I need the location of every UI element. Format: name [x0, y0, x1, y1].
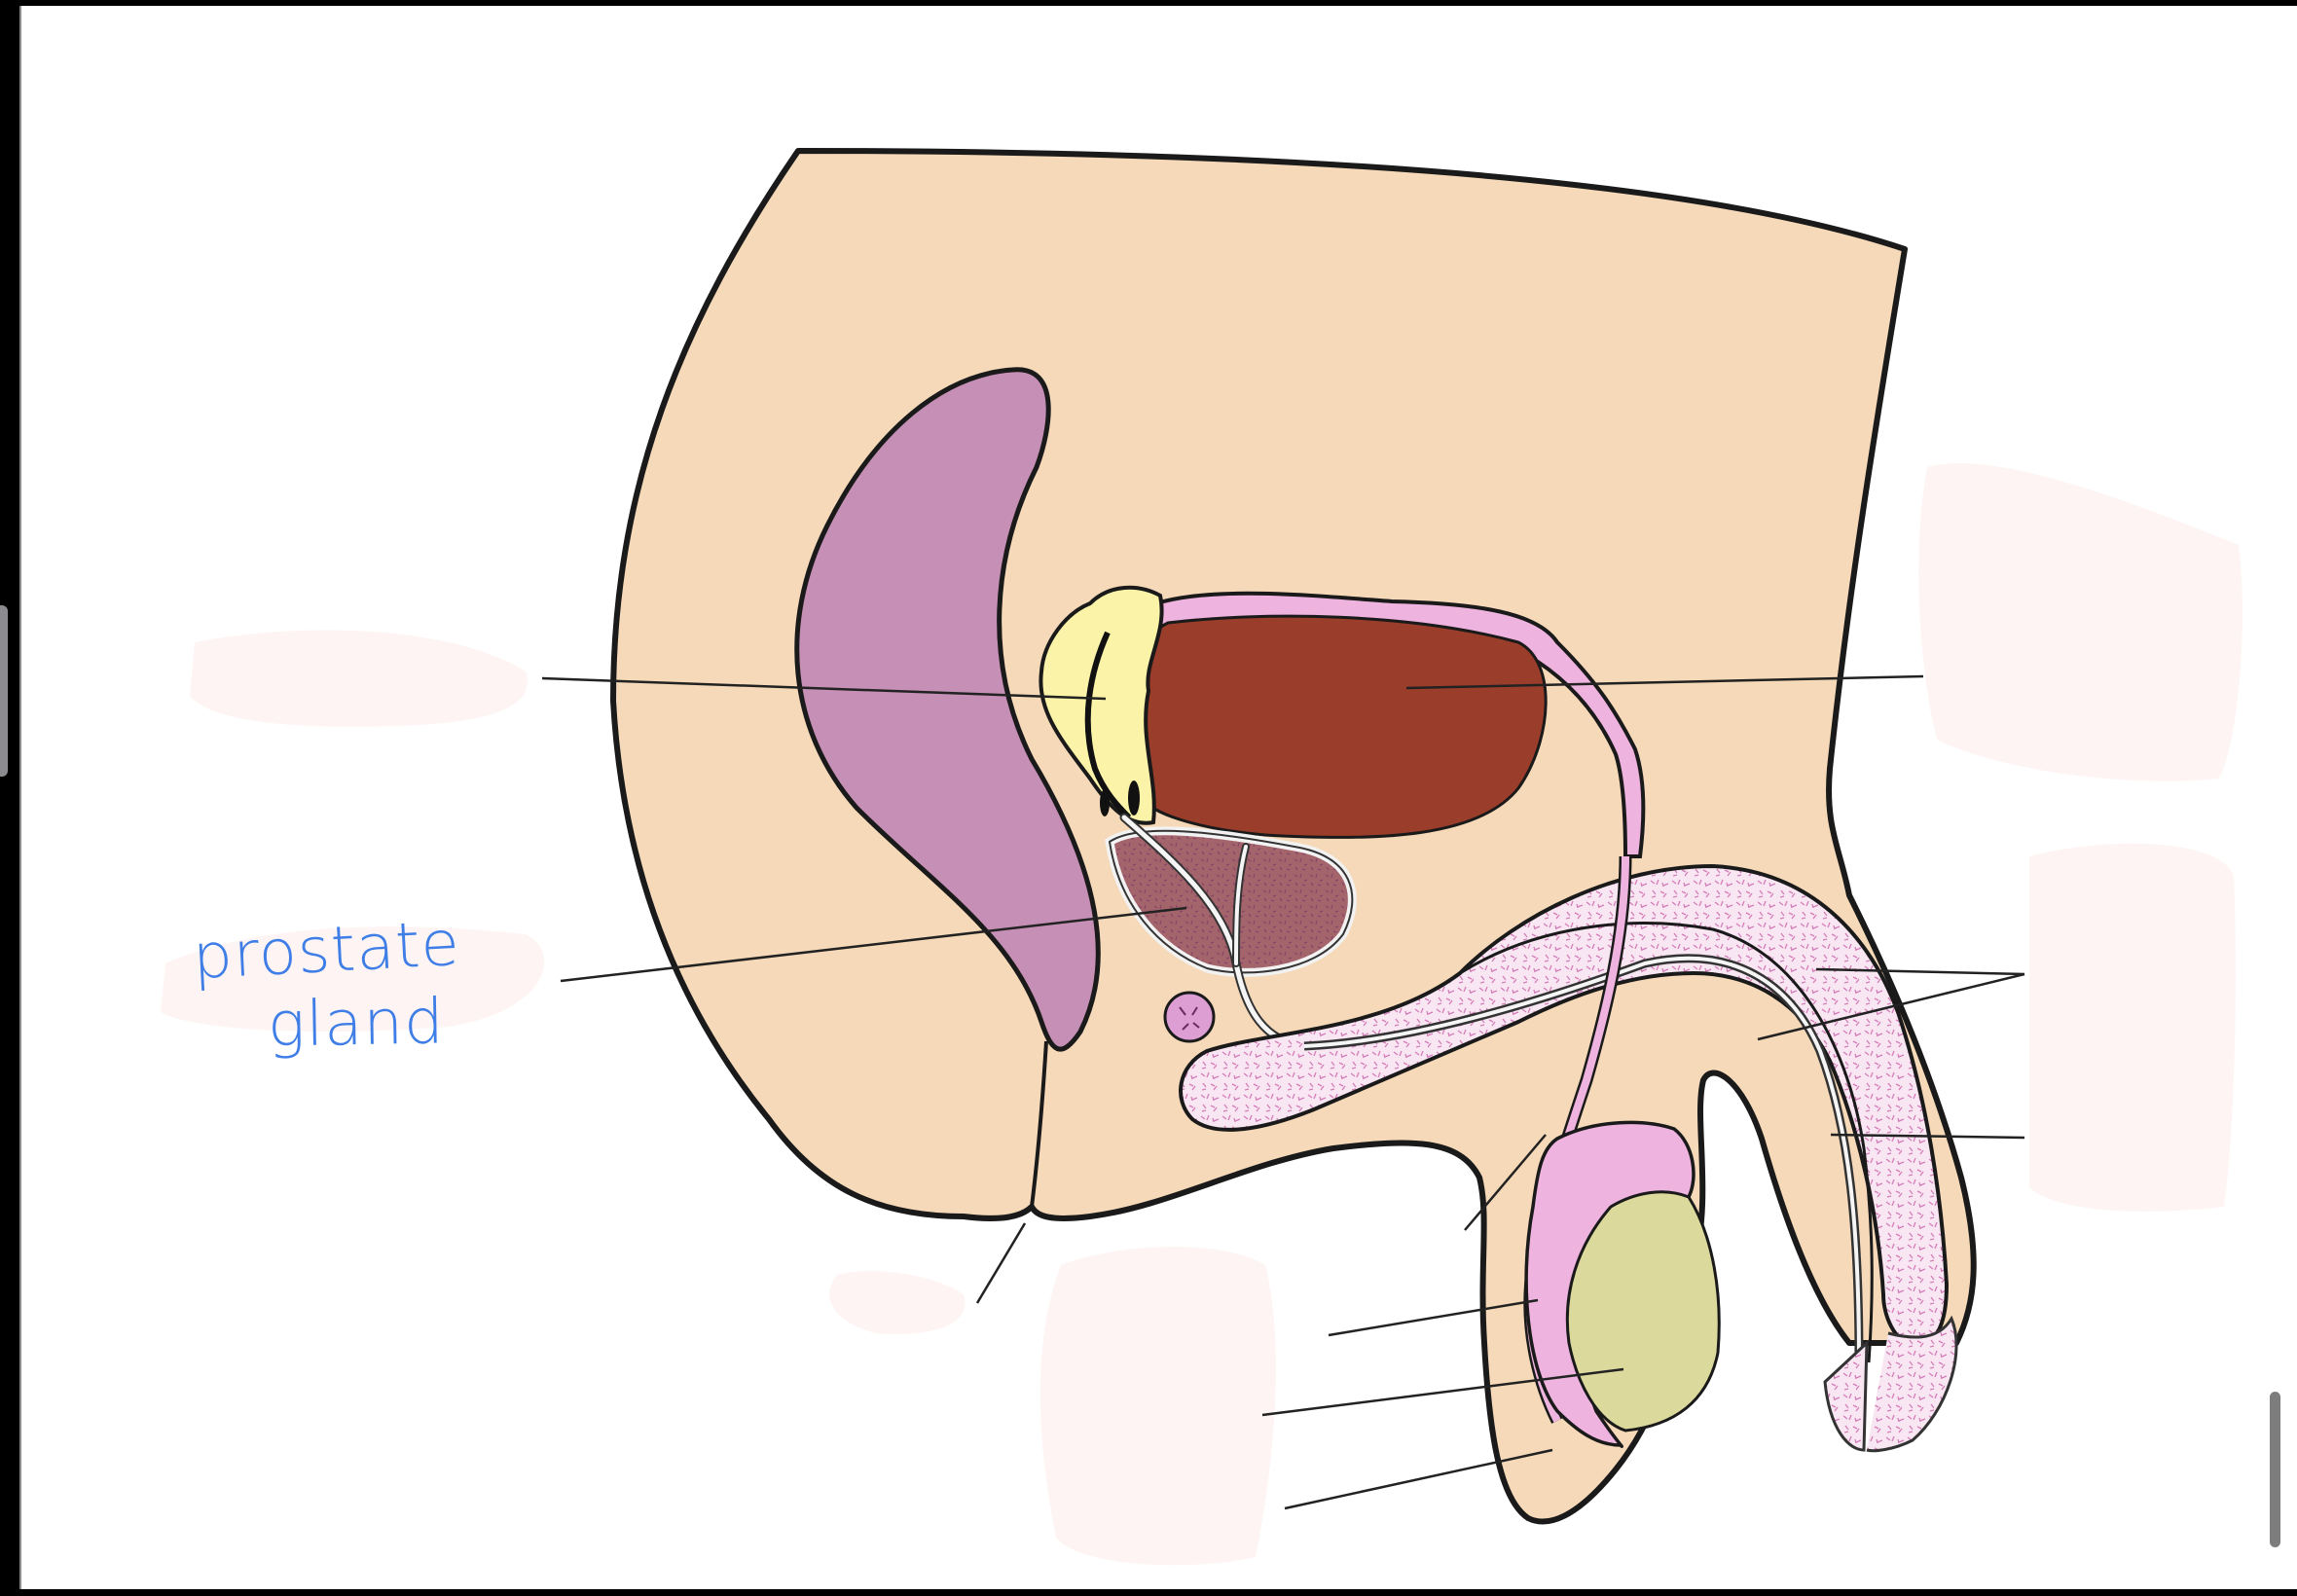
glans-penis	[1823, 1339, 1869, 1452]
prepuce	[1866, 1315, 1958, 1453]
urinary-bladder	[1133, 614, 1548, 840]
annotation-prostate-line1: prostate	[191, 907, 462, 995]
label-leader-lines	[541, 674, 2025, 1510]
duct-ending	[1128, 780, 1140, 816]
duct-ending	[1100, 789, 1110, 816]
side-panel-handle[interactable]	[0, 605, 8, 777]
seminal-vesicle	[1039, 585, 1164, 825]
corpus-spongiosum-boundary	[1459, 922, 1874, 1363]
seminal-vesicle-duct	[1084, 631, 1132, 820]
erased-label-patches	[161, 463, 2242, 1566]
urethra-tubes	[1119, 813, 1309, 1051]
corpus-cavernosum	[1179, 863, 1950, 1351]
gluteal-cleft-line	[1030, 1040, 1048, 1208]
bulbourethral-gland	[1163, 991, 1216, 1043]
rectum	[794, 367, 1101, 1052]
annotation-prostate-line2: gland	[267, 986, 446, 1062]
vertical-scrollbar[interactable]	[2270, 1392, 2280, 1547]
